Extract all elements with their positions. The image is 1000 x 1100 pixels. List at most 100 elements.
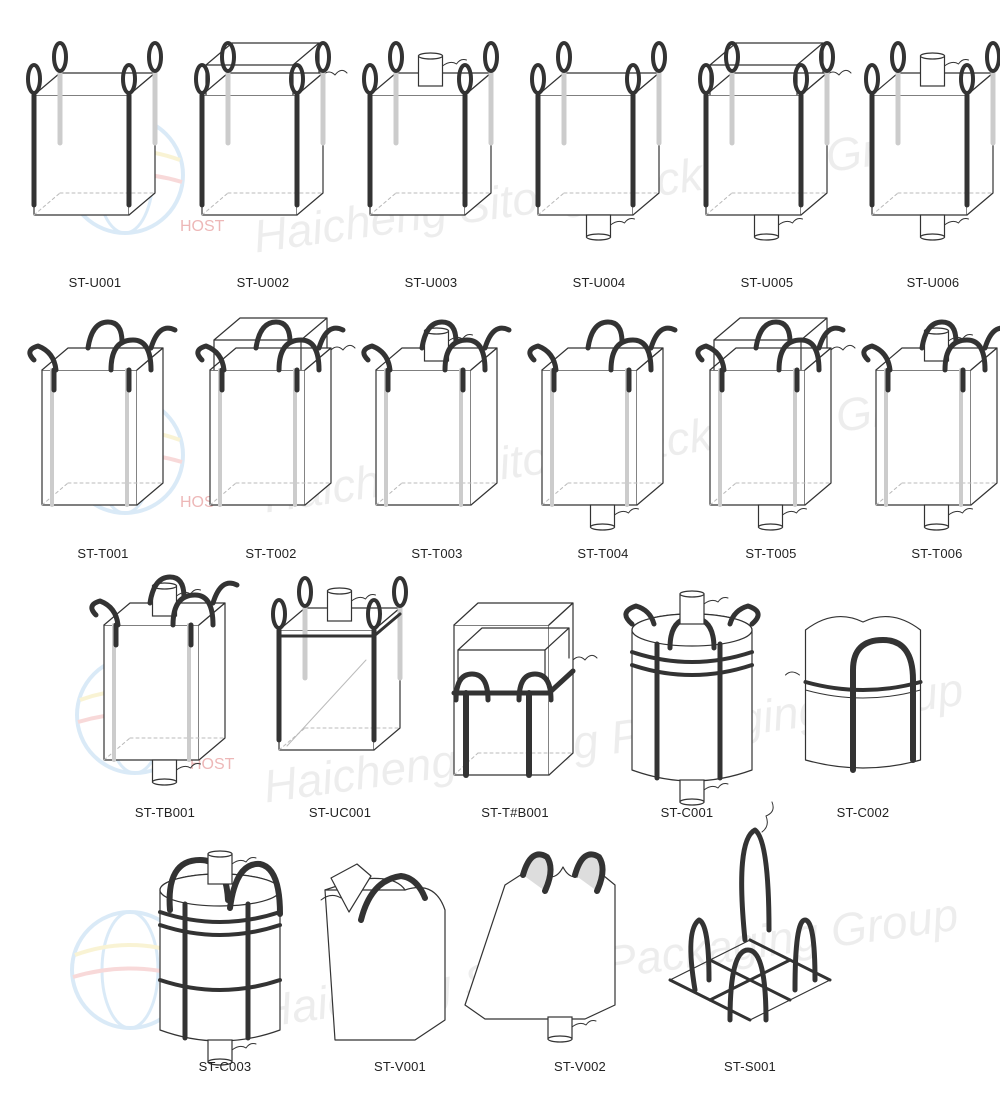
top-spout bbox=[679, 593, 705, 625]
lifting-loop bbox=[556, 41, 572, 73]
bag-item: ST-C002 bbox=[785, 585, 938, 825]
top-spout-rim bbox=[679, 590, 705, 598]
logo-text: HOST bbox=[190, 756, 235, 773]
bag-item: ST-T003 bbox=[361, 319, 512, 566]
top-spout bbox=[207, 853, 233, 885]
bag-front bbox=[369, 94, 466, 216]
bag-front bbox=[705, 94, 802, 216]
duffle-top-edge bbox=[796, 42, 824, 66]
bag-code-label: ST-U006 bbox=[906, 275, 960, 290]
spout-tie bbox=[944, 59, 969, 67]
spout-tie bbox=[944, 218, 969, 226]
lifting-loop bbox=[147, 41, 163, 73]
bag-item: ST-UC001 bbox=[265, 576, 415, 825]
spout-tie bbox=[231, 857, 257, 865]
corner-loop bbox=[982, 325, 1000, 351]
lifting-loop bbox=[530, 63, 546, 95]
sling-loop bbox=[739, 827, 772, 943]
hidden-edge bbox=[41, 482, 69, 506]
hidden-edge bbox=[453, 752, 479, 776]
spout-tie bbox=[351, 594, 376, 602]
bag-drawing bbox=[361, 319, 512, 507]
bag-code-label: ST-U005 bbox=[740, 275, 794, 290]
bag-item: ST-S001 bbox=[665, 801, 835, 1079]
bag-drawing bbox=[695, 317, 856, 531]
bag-drawing bbox=[527, 319, 678, 531]
lifting-loop bbox=[388, 41, 404, 73]
bag-item: ST-T002 bbox=[195, 317, 356, 566]
spout-tie bbox=[176, 763, 201, 771]
bag-illustration bbox=[530, 41, 667, 241]
corner-loop bbox=[276, 337, 322, 373]
bag-code-label: ST-T003 bbox=[411, 546, 463, 561]
corner-loop bbox=[253, 319, 293, 351]
bag-item: ST-TB001 bbox=[89, 574, 240, 825]
bag-illustration bbox=[362, 41, 499, 216]
bag-item: ST-V002 bbox=[464, 845, 665, 1079]
bag-illustration bbox=[158, 850, 283, 1066]
bag-illustration bbox=[864, 41, 1000, 241]
top-spout bbox=[326, 590, 353, 622]
corner-loop bbox=[148, 325, 178, 351]
bag-illustration bbox=[271, 576, 408, 751]
top-loop bbox=[227, 860, 283, 917]
bag-item: ST-V001 bbox=[315, 845, 485, 1079]
double-loop bbox=[520, 851, 554, 894]
hidden-edge bbox=[871, 192, 899, 216]
corner-loop bbox=[861, 343, 893, 373]
hidden-edge bbox=[537, 192, 565, 216]
bag-drawing bbox=[464, 851, 616, 1043]
corner-loop bbox=[608, 337, 654, 373]
bag-drawing bbox=[864, 41, 1000, 241]
bag-front bbox=[33, 94, 130, 216]
side-spout bbox=[330, 863, 372, 913]
bag-item: ST-T001 bbox=[27, 319, 178, 566]
bag-illustration bbox=[320, 863, 446, 1041]
hidden-edge bbox=[375, 482, 403, 506]
bag-drawing bbox=[271, 576, 408, 751]
bag-drawing bbox=[194, 41, 348, 216]
spout-tie bbox=[610, 218, 635, 226]
tie bbox=[785, 671, 800, 676]
bag-drawing bbox=[89, 574, 240, 786]
corner-loop bbox=[85, 319, 125, 351]
round-body bbox=[631, 629, 753, 782]
bag-item: ST-U005 bbox=[692, 41, 852, 295]
corner-loop bbox=[316, 325, 346, 351]
liner-fold bbox=[286, 659, 367, 747]
logo-text: HOST bbox=[180, 218, 225, 235]
bag-illustration bbox=[695, 317, 856, 531]
top-loop bbox=[850, 637, 916, 773]
duffle-tie bbox=[572, 654, 598, 661]
bag-illustration bbox=[194, 41, 348, 216]
hidden-edge bbox=[209, 482, 237, 506]
lifting-loop bbox=[698, 63, 714, 95]
corner-loop bbox=[753, 319, 793, 351]
spout-tie bbox=[703, 783, 729, 791]
bag-code-label: ST-T001 bbox=[77, 546, 129, 561]
corner-loop bbox=[919, 319, 959, 351]
duffle-top-edge bbox=[292, 42, 320, 66]
v-body bbox=[324, 886, 446, 1041]
top-spout-rim bbox=[919, 52, 946, 60]
corner-loop bbox=[108, 337, 154, 373]
corner-loop bbox=[727, 603, 761, 627]
lifting-loop bbox=[52, 41, 68, 73]
corner-loop bbox=[648, 325, 678, 351]
bottom-spout-rim bbox=[589, 523, 616, 531]
tie bbox=[320, 894, 342, 901]
v-body bbox=[464, 866, 616, 1020]
corner-loop bbox=[27, 343, 59, 373]
corner-loop bbox=[816, 325, 846, 351]
lifting-loop bbox=[890, 41, 906, 73]
spout-tie bbox=[614, 508, 639, 516]
duffle-top bbox=[457, 627, 570, 681]
bag-code-label: ST-V001 bbox=[374, 1059, 426, 1074]
bag-item: ST-T004 bbox=[527, 319, 678, 566]
bag-item: ST-C001 bbox=[612, 585, 762, 825]
lifting-loop bbox=[959, 63, 975, 95]
duffle-tie bbox=[330, 344, 356, 351]
bag-item: ST-U002 bbox=[188, 41, 348, 295]
bag-drawing bbox=[698, 41, 852, 241]
sling-loop bbox=[688, 917, 712, 993]
